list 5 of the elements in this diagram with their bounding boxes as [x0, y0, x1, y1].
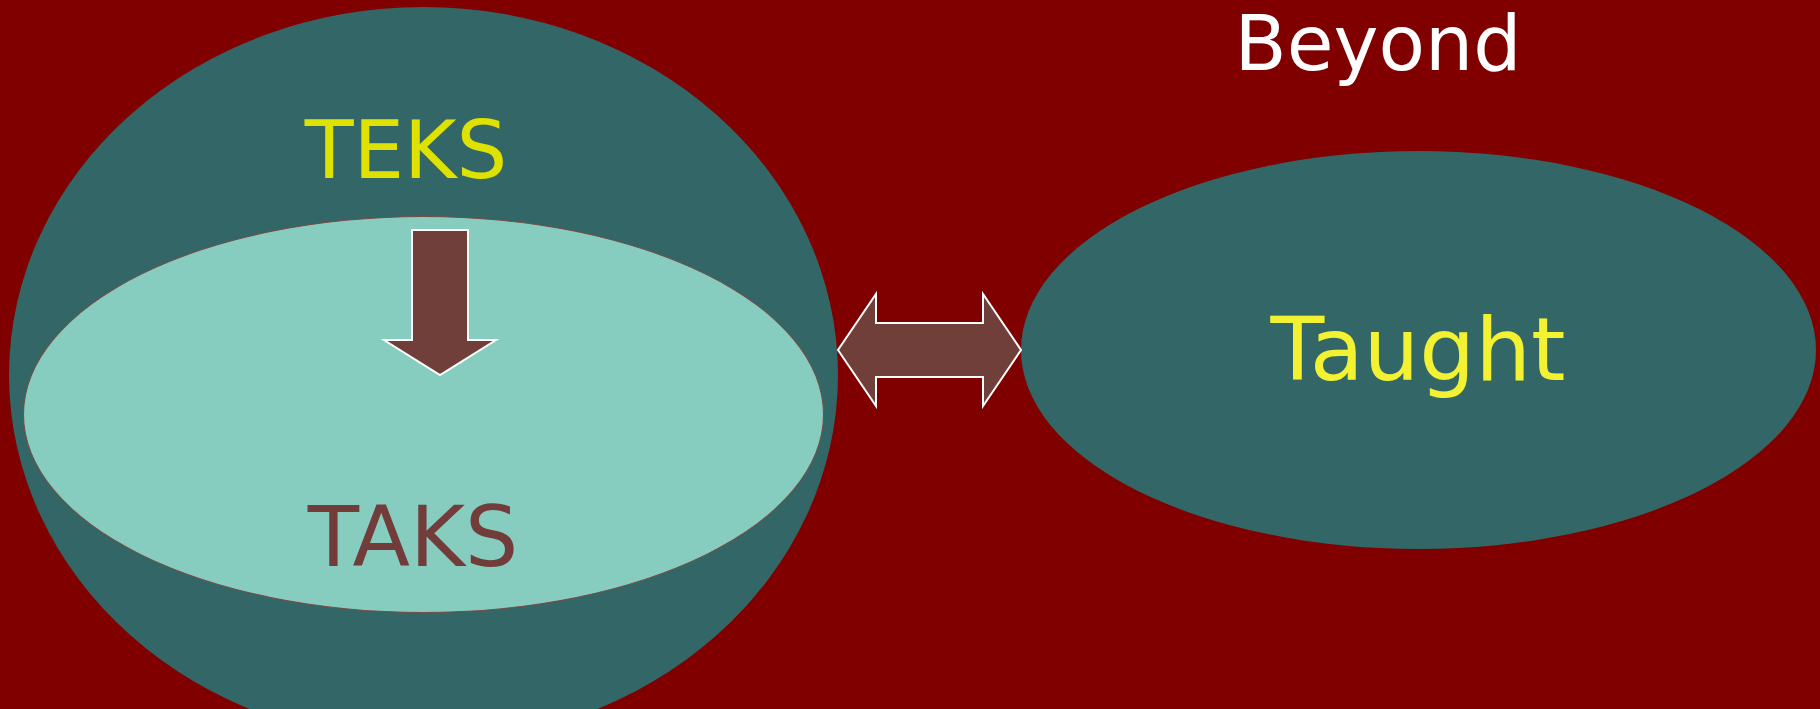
block-arrow — [836, 290, 1023, 410]
block-arrow — [380, 229, 500, 377]
node-label: TEKS — [304, 111, 508, 191]
node-label: TAKS — [307, 495, 519, 579]
label-text: Beyond — [1234, 2, 1522, 86]
